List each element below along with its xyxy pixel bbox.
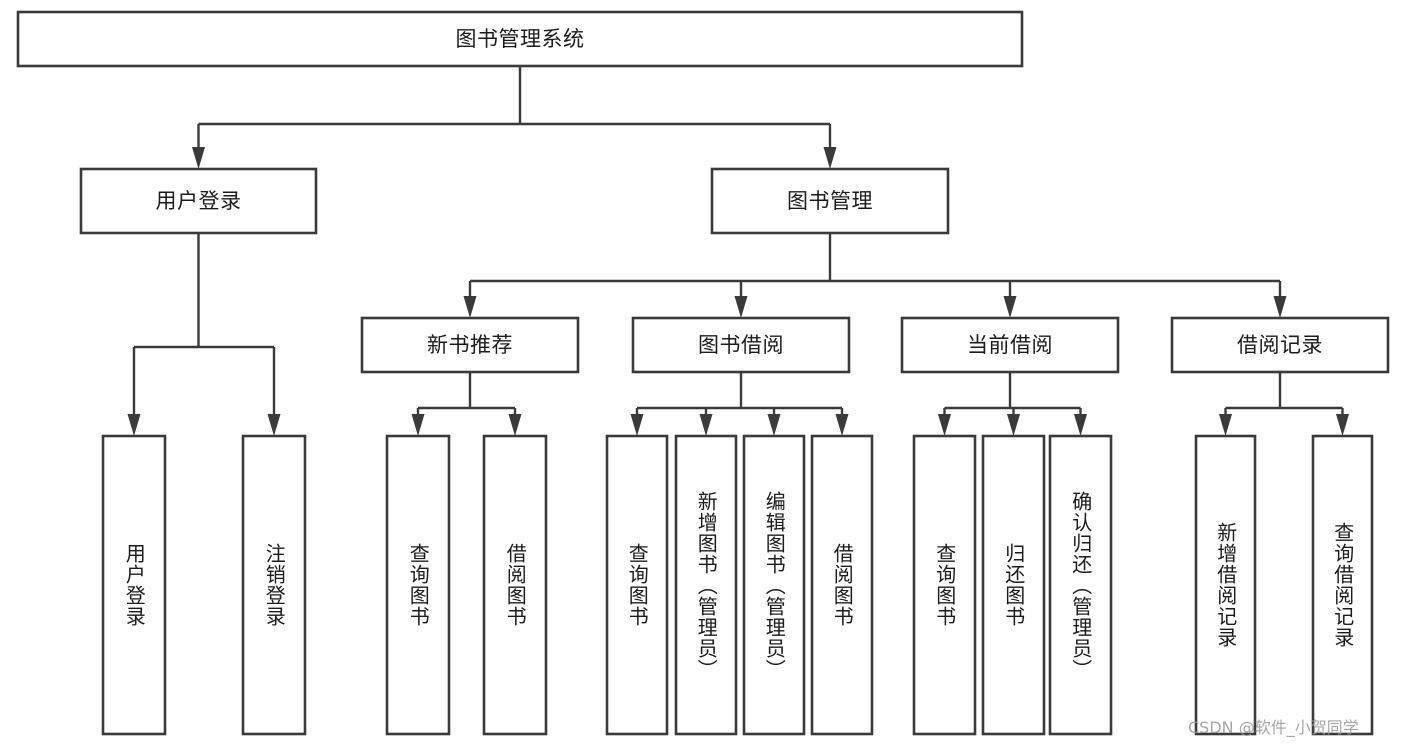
node-box-leaf-return-book (981, 434, 1046, 736)
node-box-leaf-borrow-book (810, 434, 874, 736)
arrowhead-leaf-query-borrow-record (1336, 414, 1349, 436)
arrowhead-current-borrow (1003, 296, 1017, 318)
arrowhead-leaf-query-book-current (938, 414, 951, 436)
arrowhead-book-borrow (734, 296, 748, 318)
arrowhead-book-management (823, 147, 837, 169)
arrowhead-leaf-user-login (127, 414, 141, 436)
node-box-book-management (710, 167, 950, 235)
arrowhead-new-book-recommend (463, 296, 477, 318)
arrowhead-leaf-add-book-admin (699, 414, 713, 436)
node-box-root (16, 10, 1024, 68)
node-box-leaf-add-book-admin (674, 434, 738, 736)
node-box-leaf-confirm-return-admin (1048, 434, 1113, 736)
arrowhead-leaf-borrow-book (835, 414, 849, 436)
node-box-user-login (79, 167, 318, 235)
node-box-new-book-recommend (360, 316, 580, 374)
arrowhead-leaf-query-book-new (411, 414, 425, 436)
node-box-leaf-borrow-book-new (482, 434, 548, 736)
node-box-leaf-add-borrow-record (1194, 434, 1257, 736)
arrowhead-leaf-edit-book-admin (767, 414, 781, 436)
node-box-leaf-user-login (101, 434, 167, 736)
node-box-current-borrow (900, 316, 1120, 374)
node-box-leaf-edit-book-admin (742, 434, 806, 736)
node-box-book-borrow (631, 316, 851, 374)
arrowhead-leaf-borrow-book-new (508, 414, 522, 436)
node-box-leaf-logout (241, 434, 307, 736)
arrowhead-leaf-query-book-borrow (630, 414, 644, 436)
arrowhead-user-login (192, 147, 205, 169)
node-box-leaf-query-book-current (912, 434, 977, 736)
arrowhead-borrow-record (1273, 296, 1287, 318)
arrowhead-leaf-add-borrow-record (1219, 414, 1232, 436)
node-box-leaf-query-book-borrow (605, 434, 669, 736)
node-box-borrow-record (1170, 316, 1390, 374)
node-box-leaf-query-borrow-record (1311, 434, 1374, 736)
arrowhead-leaf-logout (267, 414, 281, 436)
arrowhead-leaf-confirm-return-admin (1074, 414, 1087, 436)
node-box-leaf-query-book-new (385, 434, 451, 736)
watermark-text: CSDN @软件_小贺同学 (1188, 718, 1359, 737)
arrowhead-leaf-return-book (1007, 414, 1020, 436)
